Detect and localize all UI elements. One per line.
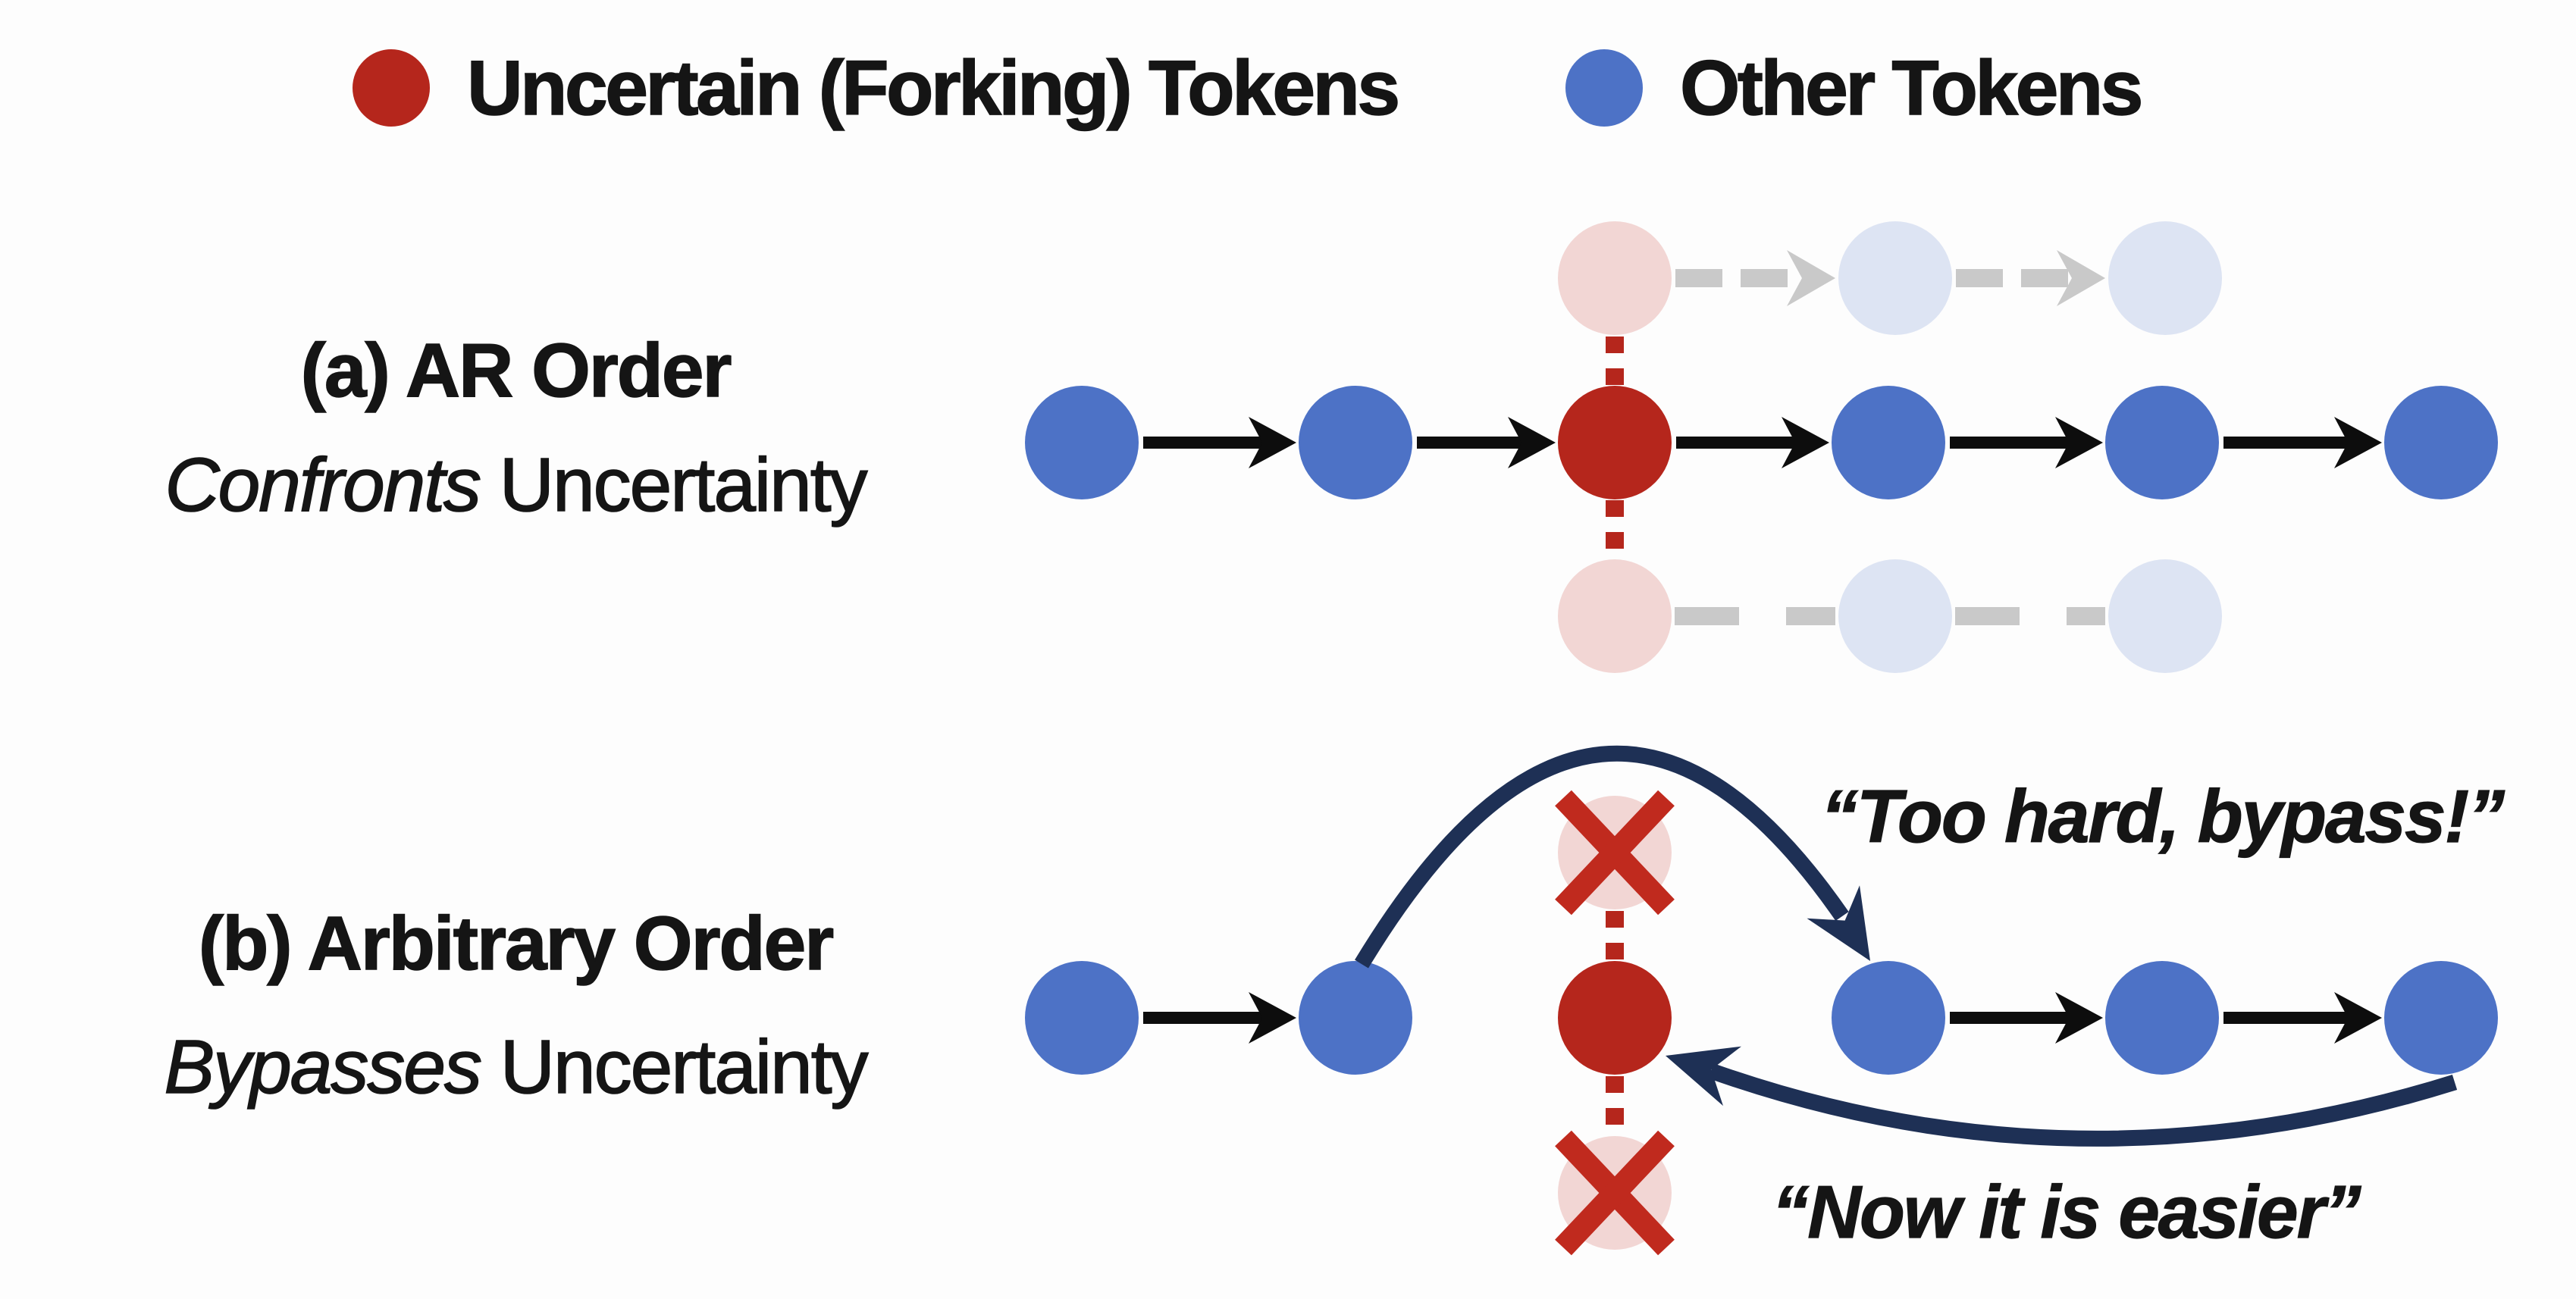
chain-arrow-head (1249, 992, 1296, 1044)
token-forking-token (1558, 386, 1672, 499)
legend-label-forking: Uncertain (Forking) Tokens (466, 44, 1401, 132)
chain-arrow-head (2334, 417, 2382, 468)
section-b-subtitle: Bypasses Uncertainty (45, 1025, 986, 1110)
section-a-subtitle-rest: Uncertainty (480, 443, 868, 527)
section-a-title: (a) AR Order (300, 328, 732, 413)
token-other-token (1299, 961, 1412, 1075)
return-arc (1708, 1063, 2458, 1147)
bypass-quote: “Too hard, bypass!” (1820, 775, 2505, 858)
token-forking-token (1558, 961, 1672, 1075)
chain-arrow-head (1508, 417, 1556, 468)
forking-token-icon (353, 49, 430, 127)
section-b-title: (b) Arbitrary Order (198, 901, 835, 986)
token-other-token (2105, 961, 2219, 1075)
other-token-icon (1565, 49, 1643, 127)
x-mark-icon (1555, 790, 1675, 916)
token-other-token (1832, 961, 1945, 1075)
token-other-token (1299, 386, 1412, 499)
token-forking-token-faded (1558, 559, 1672, 673)
token-other-token-faded (1838, 559, 1952, 673)
faded-arrow-head (1787, 250, 1835, 306)
section-b-subtitle-emphasis: Bypasses (164, 1025, 483, 1110)
legend-label-other: Other Tokens (1679, 44, 2144, 132)
bypass-arc (1355, 745, 1849, 969)
token-other-token-faded (2108, 559, 2222, 673)
token-other-token (1025, 386, 1139, 499)
legend-item-other: Other Tokens (1565, 44, 2144, 131)
section-b-subtitle-rest: Uncertainty (481, 1025, 869, 1110)
return-arc-head (1666, 1046, 1741, 1106)
x-mark-icon (1555, 1130, 1675, 1256)
token-forking-token-faded (1558, 221, 1672, 335)
chain-arrow-head (1249, 417, 1296, 468)
chain-arrow-head (2334, 992, 2382, 1044)
bypass-arc-head (1807, 885, 1870, 961)
chain-arrow-head (1782, 417, 1829, 468)
section-a-subtitle-emphasis: Confronts (165, 443, 482, 527)
token-other-token (2384, 961, 2498, 1075)
token-other-token (2105, 386, 2219, 499)
token-other-token (1832, 386, 1945, 499)
chain-arrow-head (2055, 417, 2103, 468)
faded-arrow-head (2057, 250, 2105, 306)
forking-token-swatch (353, 49, 430, 127)
token-other-token-faded (1838, 221, 1952, 335)
section-a-subtitle: Confronts Uncertainty (45, 443, 986, 527)
token-other-token-faded (2108, 221, 2222, 335)
chain-arrow-head (2055, 992, 2103, 1044)
token-other-token (1025, 961, 1139, 1075)
token-other-token (2384, 386, 2498, 499)
easier-quote: “Now it is easier” (1772, 1170, 2362, 1254)
legend-item-forking: Uncertain (Forking) Tokens (352, 44, 1401, 131)
other-token-swatch (1565, 49, 1643, 127)
